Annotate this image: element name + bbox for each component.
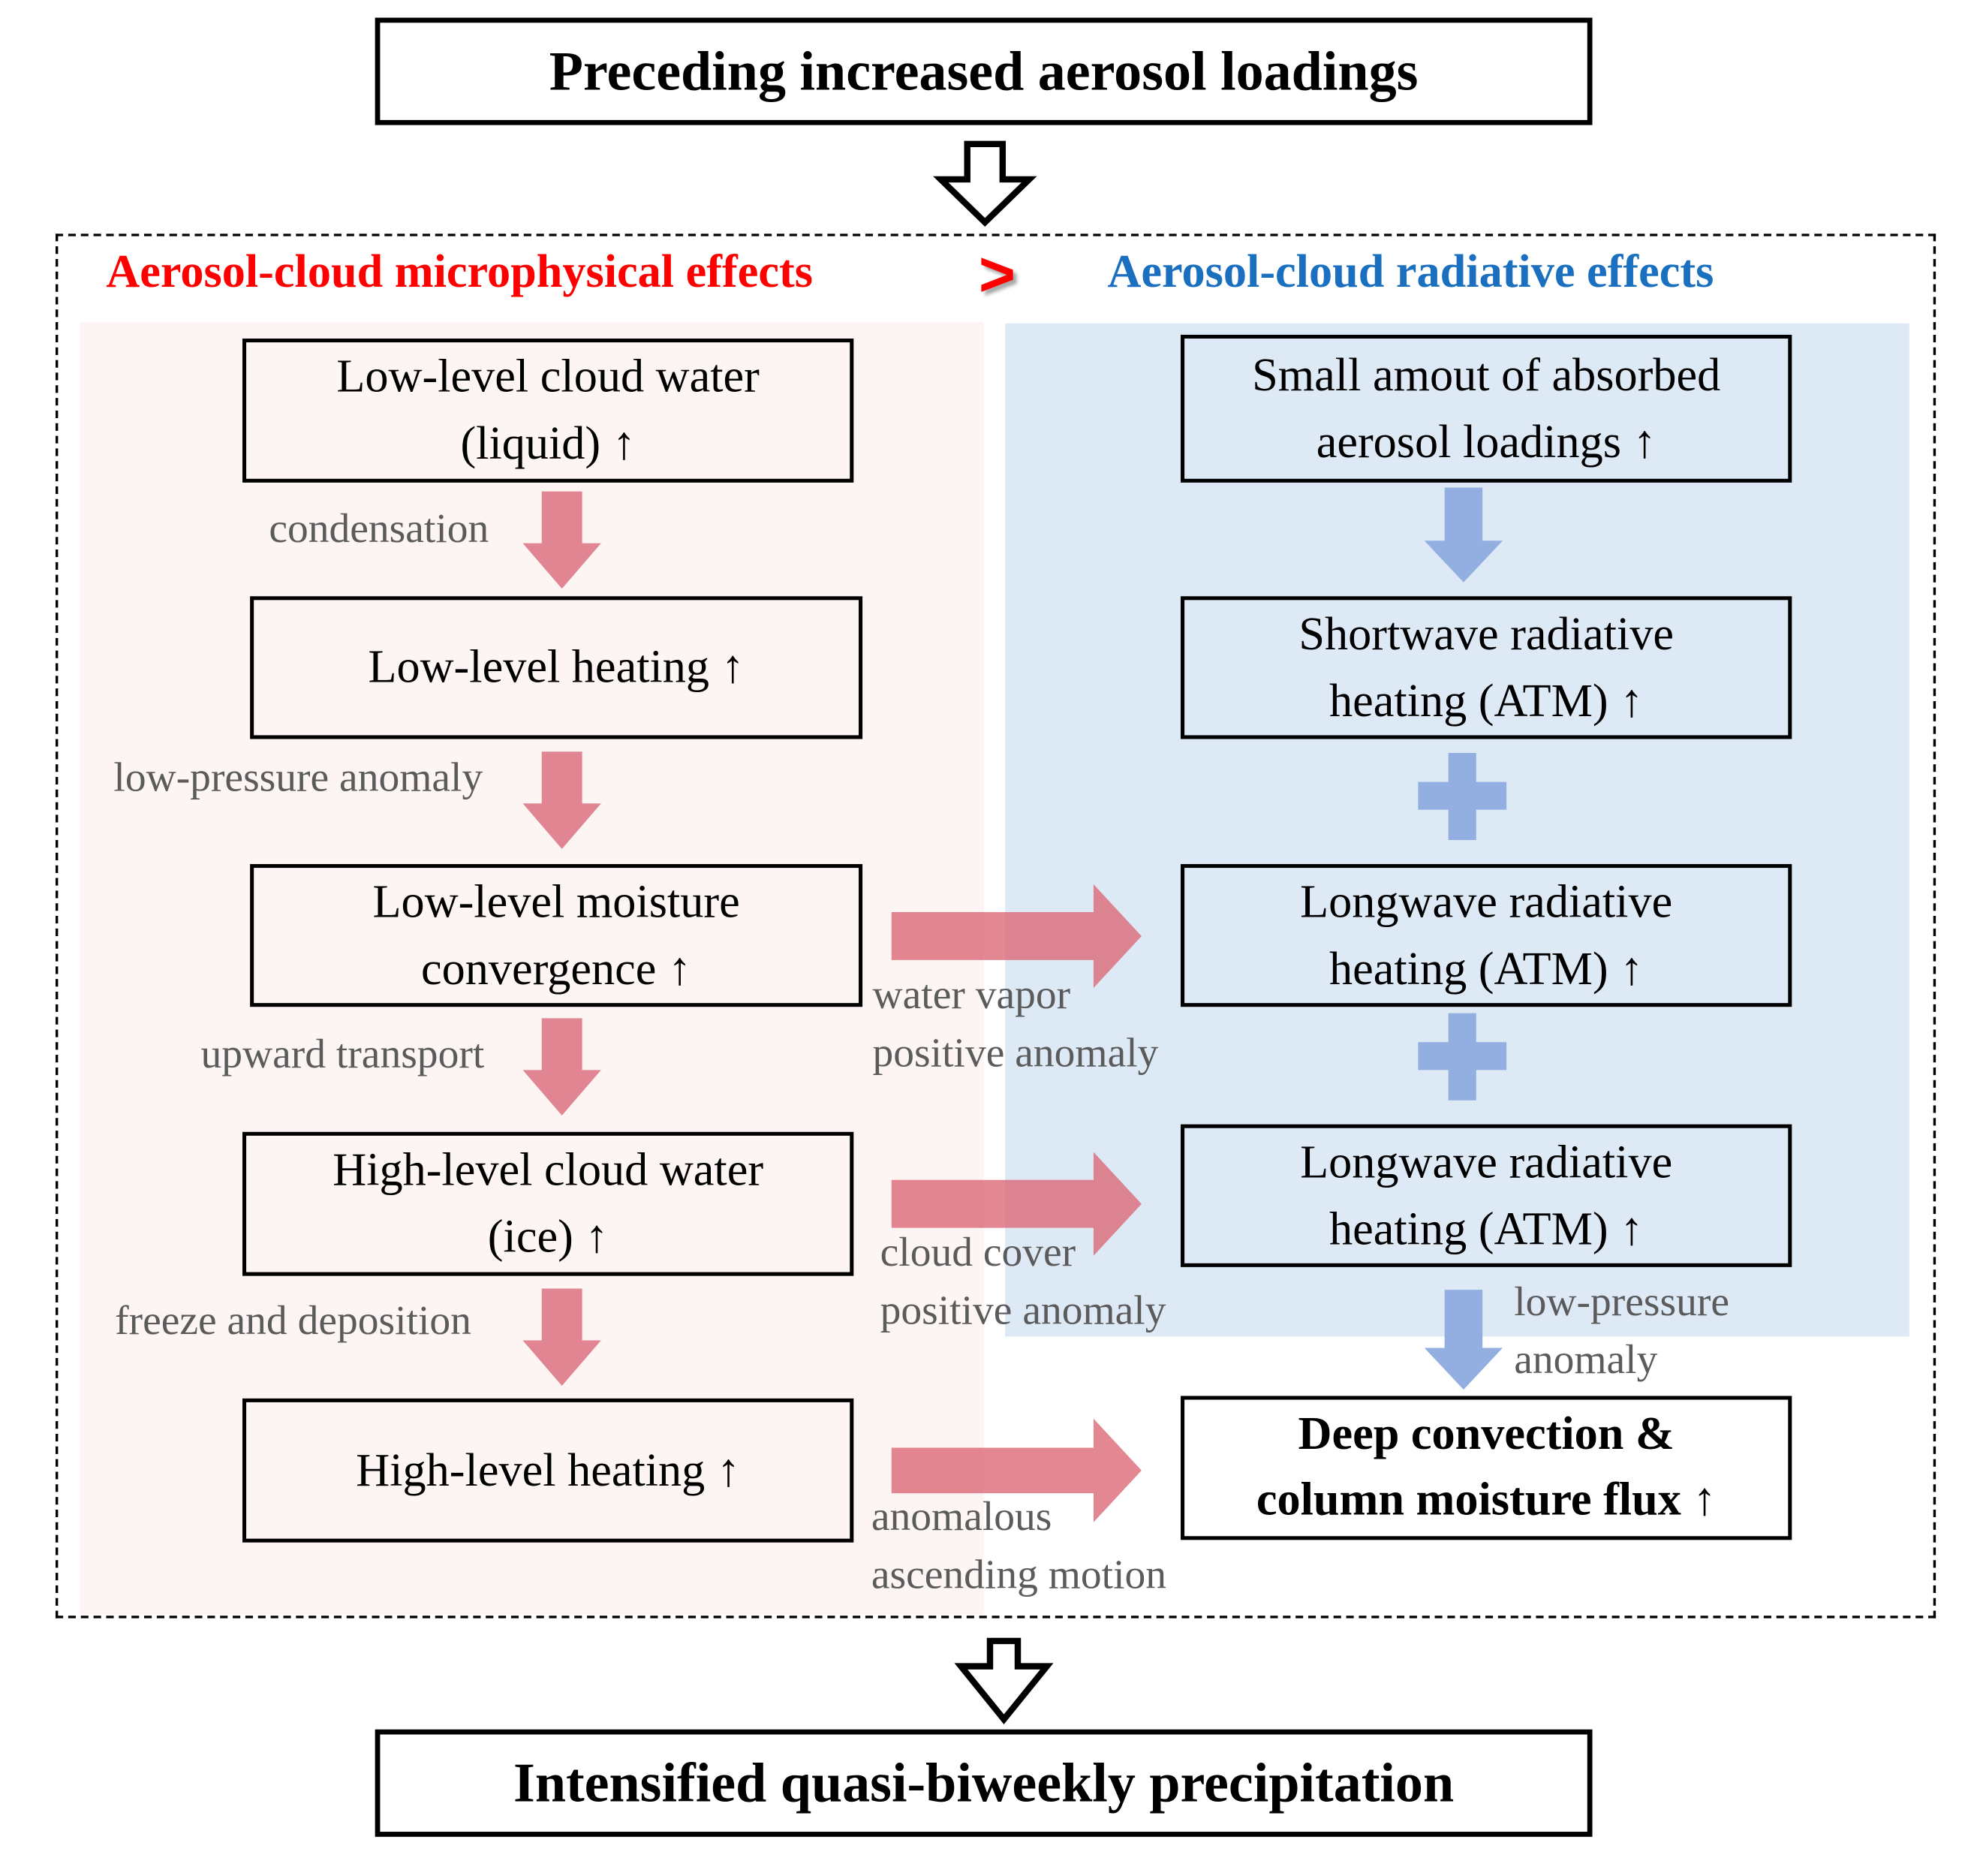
comparator-greater-than: > — [978, 239, 1016, 310]
high-level-heating-box: High-level heating ↑ — [242, 1398, 854, 1543]
box-line: heating (ATM) ↑ — [1329, 675, 1644, 727]
preceding-aerosol-text: Preceding increased aerosol loadings — [549, 40, 1419, 103]
deep-convection-box: Deep convection & column moisture flux ↑ — [1181, 1396, 1792, 1540]
high-level-cloud-water-box: High-level cloud water (ice) ↑ — [242, 1131, 854, 1276]
label-line: cloud cover — [880, 1230, 1076, 1276]
low-level-moisture-convergence-box: Low-level moisture convergence ↑ — [250, 864, 863, 1007]
box-line: Deep convection & — [1298, 1408, 1675, 1461]
arrow-shape — [522, 751, 601, 849]
label-line: low-pressure — [1514, 1279, 1729, 1326]
label-upward-transport: upward transport — [200, 1031, 485, 1078]
plus-shape — [1418, 1013, 1507, 1101]
label-condensation: condensation — [269, 506, 489, 553]
label-low-pressure-anomaly: low-pressure anomaly — [113, 755, 483, 801]
label-water-vapor: water vapor positive anomaly — [873, 966, 1159, 1083]
blue-plus-icon-1 — [1418, 752, 1507, 841]
hollow-down-arrow-bottom — [954, 1637, 1054, 1724]
plus-shape — [1418, 752, 1507, 841]
longwave-heating-box-1: Longwave radiative heating (ATM) ↑ — [1181, 864, 1792, 1007]
intensified-precipitation-box: Intensified quasi-biweekly precipitation — [375, 1729, 1593, 1837]
box-line: Low-level moisture — [372, 876, 740, 929]
effects-dashed-frame — [56, 233, 1936, 1619]
box-line: column moisture flux ↑ — [1256, 1474, 1717, 1526]
arrow-shape — [1424, 1290, 1503, 1390]
arrow-shape — [522, 1288, 601, 1387]
arrow-shape — [891, 1418, 1142, 1522]
blue-down-arrow-1 — [1424, 487, 1503, 583]
pink-down-arrow-2 — [522, 751, 601, 849]
microphysical-heading: Aerosol-cloud microphysical effects — [106, 246, 813, 299]
label-line: positive anomaly — [872, 1031, 1159, 1077]
blue-plus-icon-2 — [1418, 1013, 1507, 1101]
pink-down-arrow-3 — [522, 1018, 601, 1116]
box-line: Low-level cloud water — [336, 351, 760, 403]
label-line: water vapor — [872, 972, 1071, 1019]
low-level-cloud-water-box: Low-level cloud water (liquid) ↑ — [242, 338, 854, 483]
arrow-shape — [522, 1018, 601, 1116]
box-line: heating (ATM) ↑ — [1329, 943, 1644, 995]
radiative-heading: Aerosol-cloud radiative effects — [1107, 246, 1714, 299]
hollow-arrow-shape — [954, 1637, 1054, 1724]
box-line: (liquid) ↑ — [460, 418, 636, 471]
box-line: Longwave radiative — [1300, 876, 1673, 929]
label-line: positive anomaly — [880, 1288, 1166, 1335]
absorbed-aerosol-box: Small amout of absorbed aerosol loadings… — [1181, 334, 1792, 483]
box-line: High-level cloud water — [333, 1144, 764, 1197]
box-line: (ice) ↑ — [487, 1211, 609, 1263]
label-line: anomalous — [871, 1494, 1052, 1540]
label-line: anomaly — [1514, 1338, 1658, 1384]
label-right-low-pressure: low-pressure anomaly — [1514, 1273, 1729, 1390]
pink-down-arrow-1 — [522, 491, 601, 589]
box-line: High-level heating ↑ — [356, 1444, 740, 1497]
label-ascending-motion: anomalous ascending motion — [871, 1488, 1166, 1604]
arrow-shape — [1424, 487, 1503, 583]
label-line: ascending motion — [871, 1552, 1167, 1598]
box-line: Longwave radiative — [1300, 1136, 1673, 1188]
blue-down-arrow-2 — [1424, 1290, 1503, 1390]
intensified-precipitation-text: Intensified quasi-biweekly precipitation — [513, 1752, 1455, 1814]
arrow-shape — [891, 1152, 1142, 1256]
shortwave-heating-box: Shortwave radiative heating (ATM) ↑ — [1181, 596, 1792, 739]
hollow-arrow-shape — [933, 140, 1037, 227]
label-freeze-and-deposition: freeze and deposition — [115, 1298, 471, 1345]
pink-down-arrow-4 — [522, 1288, 601, 1387]
box-line: aerosol loadings ↑ — [1316, 416, 1657, 468]
pink-right-arrow-2 — [891, 1152, 1142, 1256]
label-cloud-cover: cloud cover positive anomaly — [880, 1224, 1166, 1341]
hollow-down-arrow-top — [933, 140, 1037, 227]
arrow-shape — [891, 884, 1142, 988]
pink-right-arrow-3 — [891, 1418, 1142, 1522]
pink-right-arrow-1 — [891, 884, 1142, 988]
box-line: Shortwave radiative — [1298, 608, 1674, 661]
preceding-aerosol-box: Preceding increased aerosol loadings — [375, 17, 1593, 125]
low-level-heating-box: Low-level heating ↑ — [250, 596, 863, 739]
box-line: Small amout of absorbed — [1252, 349, 1721, 402]
box-line: Low-level heating ↑ — [368, 641, 745, 694]
longwave-heating-box-2: Longwave radiative heating (ATM) ↑ — [1181, 1124, 1792, 1267]
box-line: heating (ATM) ↑ — [1329, 1203, 1644, 1255]
box-line: convergence ↑ — [421, 943, 692, 995]
arrow-shape — [522, 491, 601, 589]
